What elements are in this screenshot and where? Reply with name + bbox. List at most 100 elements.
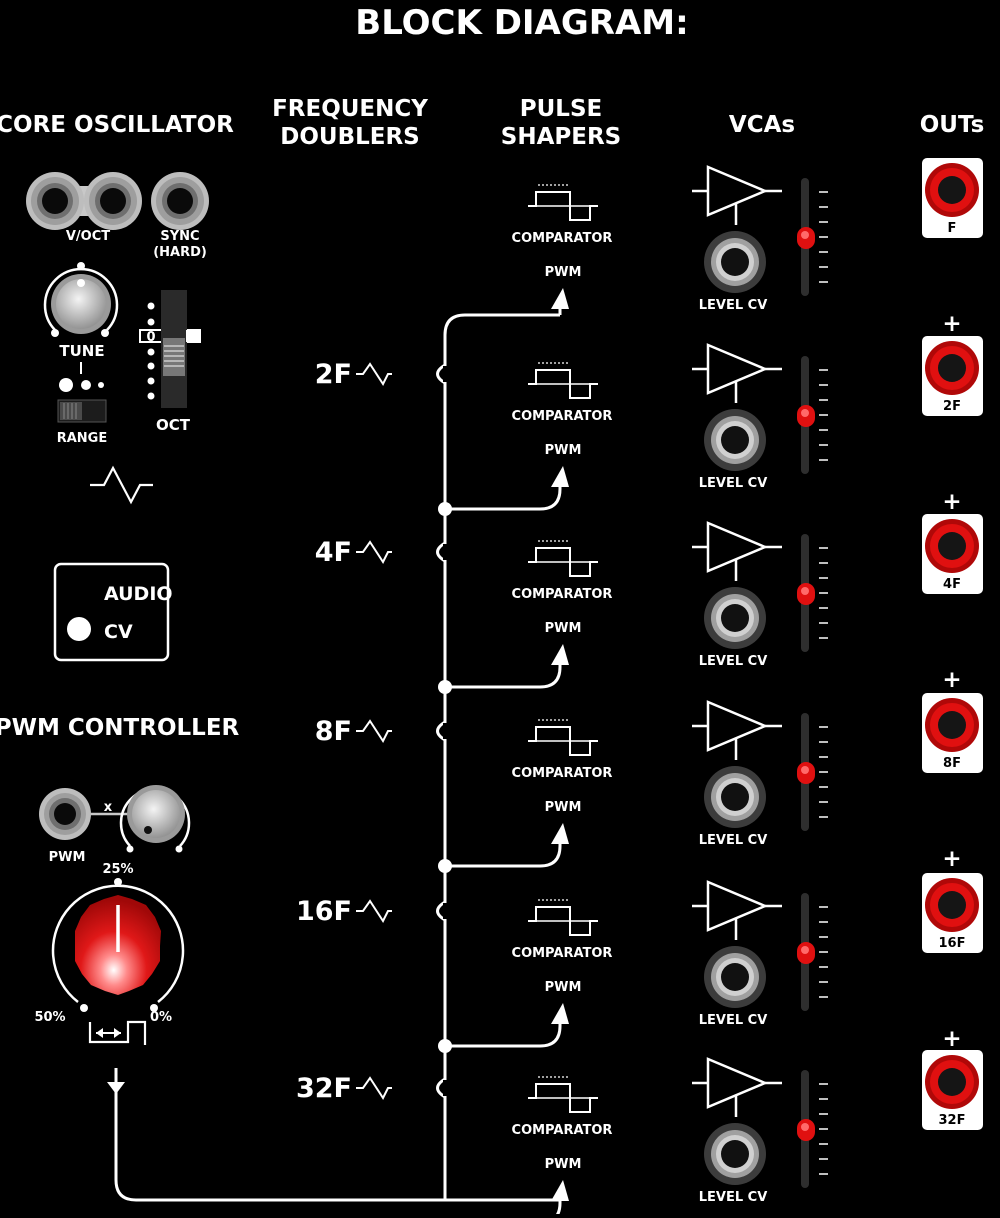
level-cv-label: LEVEL CV — [699, 833, 768, 848]
crossover-gap — [443, 723, 447, 739]
pwm-25-label: 25% — [102, 862, 133, 877]
freq-label: 16F — [296, 896, 352, 927]
voct-jack-2[interactable] — [84, 172, 142, 230]
pwm-input-label: PWM — [545, 443, 582, 458]
level-slider-knob[interactable] — [797, 762, 815, 784]
sum-plus-symbol: + — [942, 1026, 961, 1052]
level-cv-label: LEVEL CV — [699, 1190, 768, 1205]
tune-mark-left — [51, 329, 59, 337]
pwm-width-mark-left — [80, 1004, 88, 1012]
bus-junction — [438, 502, 452, 516]
freq-label: 8F — [315, 716, 352, 747]
output-label: 8F — [943, 756, 961, 771]
comparator-label: COMPARATOR — [512, 587, 613, 602]
tune-mark-right — [101, 329, 109, 337]
header-core-oscillator: CORE OSCILLATOR — [0, 112, 234, 138]
output-jack[interactable] — [922, 158, 983, 238]
level-cv-label: LEVEL CV — [699, 1013, 768, 1028]
sync-jack[interactable] — [151, 172, 209, 230]
sum-plus-symbol: + — [942, 311, 961, 337]
level-cv-label: LEVEL CV — [699, 298, 768, 313]
pwm-arrow-icon — [551, 823, 569, 844]
bus-junction — [438, 680, 452, 694]
pwm-att-mark-left — [126, 845, 134, 853]
pwm-mult-symbol: x — [104, 800, 113, 815]
output-jack[interactable] — [922, 873, 983, 953]
pwm-jack-label: PWM — [49, 850, 86, 865]
tune-mark-top — [77, 262, 85, 270]
oct-zero-marker — [186, 330, 199, 342]
triangle-wave-icon — [90, 465, 153, 505]
freq-label: 32F — [296, 1073, 352, 1104]
freq-label: 4F — [315, 537, 352, 568]
doubler-triangle-icon — [356, 719, 392, 744]
pwm-att-mark-right — [175, 845, 183, 853]
voct-label: V/OCT — [66, 229, 110, 244]
level-cv-jack[interactable] — [704, 587, 766, 649]
comparator-label: COMPARATOR — [512, 231, 613, 246]
level-cv-jack[interactable] — [704, 1123, 766, 1185]
pwm-0-label: 0% — [150, 1010, 172, 1025]
header-pwm-controller: PWM CONTROLLER — [0, 715, 240, 741]
level-cv-jack[interactable] — [704, 409, 766, 471]
tune-knob[interactable] — [51, 274, 111, 334]
level-cv-jack[interactable] — [704, 231, 766, 293]
pwm-input-label: PWM — [545, 265, 582, 280]
pwm-attenuator-knob[interactable] — [127, 785, 185, 843]
pwm-bus-return-line — [114, 1068, 560, 1202]
output-jack[interactable] — [922, 336, 983, 416]
output-jack[interactable] — [922, 1050, 983, 1130]
tune-label: TUNE — [59, 342, 104, 360]
sync-label-line2: (HARD) — [153, 245, 207, 260]
doubler-triangle-icon — [356, 1076, 392, 1101]
comparator-label: COMPARATOR — [512, 409, 613, 424]
pwm-feed-line — [445, 657, 562, 689]
oct-slider[interactable] — [161, 290, 187, 408]
crossover-gap — [443, 366, 447, 382]
cv-label: CV — [104, 621, 133, 643]
range-dot-small — [98, 382, 104, 388]
doubler-triangle-icon — [356, 362, 392, 387]
audio-label: AUDIO — [104, 583, 173, 605]
level-cv-jack[interactable] — [704, 766, 766, 828]
header-pulse-line1: PULSE — [520, 96, 602, 122]
level-slider-knob[interactable] — [797, 1119, 815, 1141]
level-cv-jack[interactable] — [704, 946, 766, 1008]
bus-junction — [438, 1039, 452, 1053]
range-dot-large — [59, 378, 73, 392]
pwm-input-label: PWM — [545, 1157, 582, 1172]
comparator-label: COMPARATOR — [512, 1123, 613, 1138]
level-slider-knob[interactable] — [797, 405, 815, 427]
output-jack[interactable] — [922, 693, 983, 773]
pwm-feed-line — [445, 479, 562, 511]
pwm-down-arrow-icon — [107, 1082, 125, 1094]
level-slider-knob[interactable] — [797, 227, 815, 249]
pwm-arrow-icon — [551, 1180, 569, 1201]
pwm-input-jack[interactable] — [39, 788, 91, 840]
audio-cv-toggle[interactable] — [67, 617, 91, 641]
voct-jack-1[interactable] — [26, 172, 84, 230]
range-switch[interactable] — [57, 399, 107, 423]
pwm-bus-vertical — [443, 313, 560, 1200]
output-jack[interactable] — [922, 514, 983, 594]
audio-cv-box — [53, 562, 170, 662]
crossover-gap — [443, 544, 447, 560]
header-vcas: VCAs — [729, 112, 795, 138]
pwm-50-label: 50% — [34, 1010, 65, 1025]
level-cv-label: LEVEL CV — [699, 654, 768, 669]
pwm-feed-line — [445, 1016, 562, 1048]
pulse-width-icon — [88, 1020, 147, 1045]
page-title: BLOCK DIAGRAM: — [355, 3, 688, 43]
header-outs: OUTs — [920, 112, 985, 138]
header-frequency-line1: FREQUENCY — [272, 96, 428, 122]
comparator-label: COMPARATOR — [512, 766, 613, 781]
doubler-triangle-icon — [356, 540, 392, 565]
level-slider-knob[interactable] — [797, 583, 815, 605]
level-slider-knob[interactable] — [797, 942, 815, 964]
pwm-width-knob[interactable] — [75, 895, 161, 995]
